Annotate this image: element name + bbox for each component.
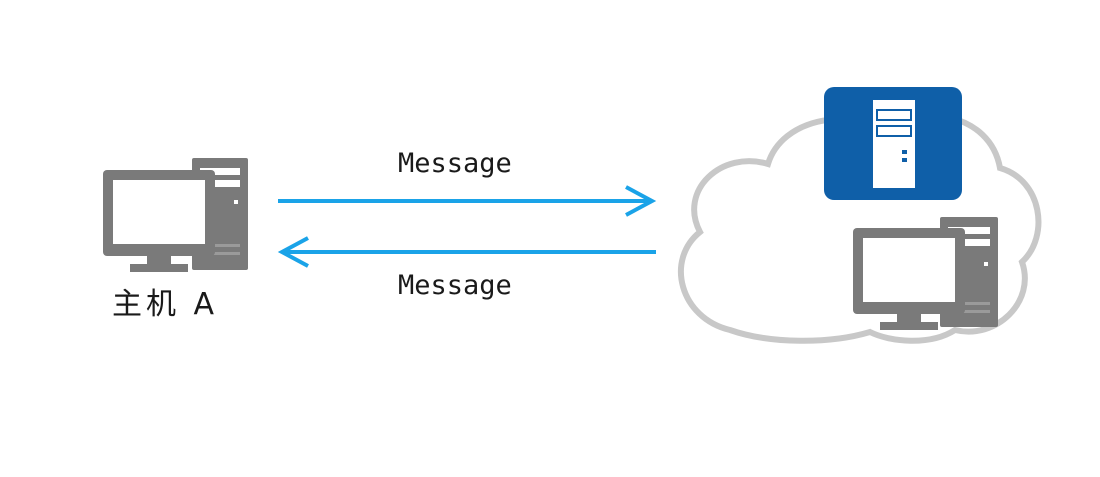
- remote-host-computer-icon: [853, 217, 998, 330]
- request-arrow: [278, 185, 657, 217]
- response-message-label: Message: [398, 270, 512, 301]
- request-message-label: Message: [398, 148, 512, 179]
- server-tower-icon: [824, 87, 962, 200]
- host-a-label: 主机 A: [112, 287, 219, 322]
- response-arrow: [277, 236, 656, 268]
- host-a-computer-icon: [103, 158, 248, 272]
